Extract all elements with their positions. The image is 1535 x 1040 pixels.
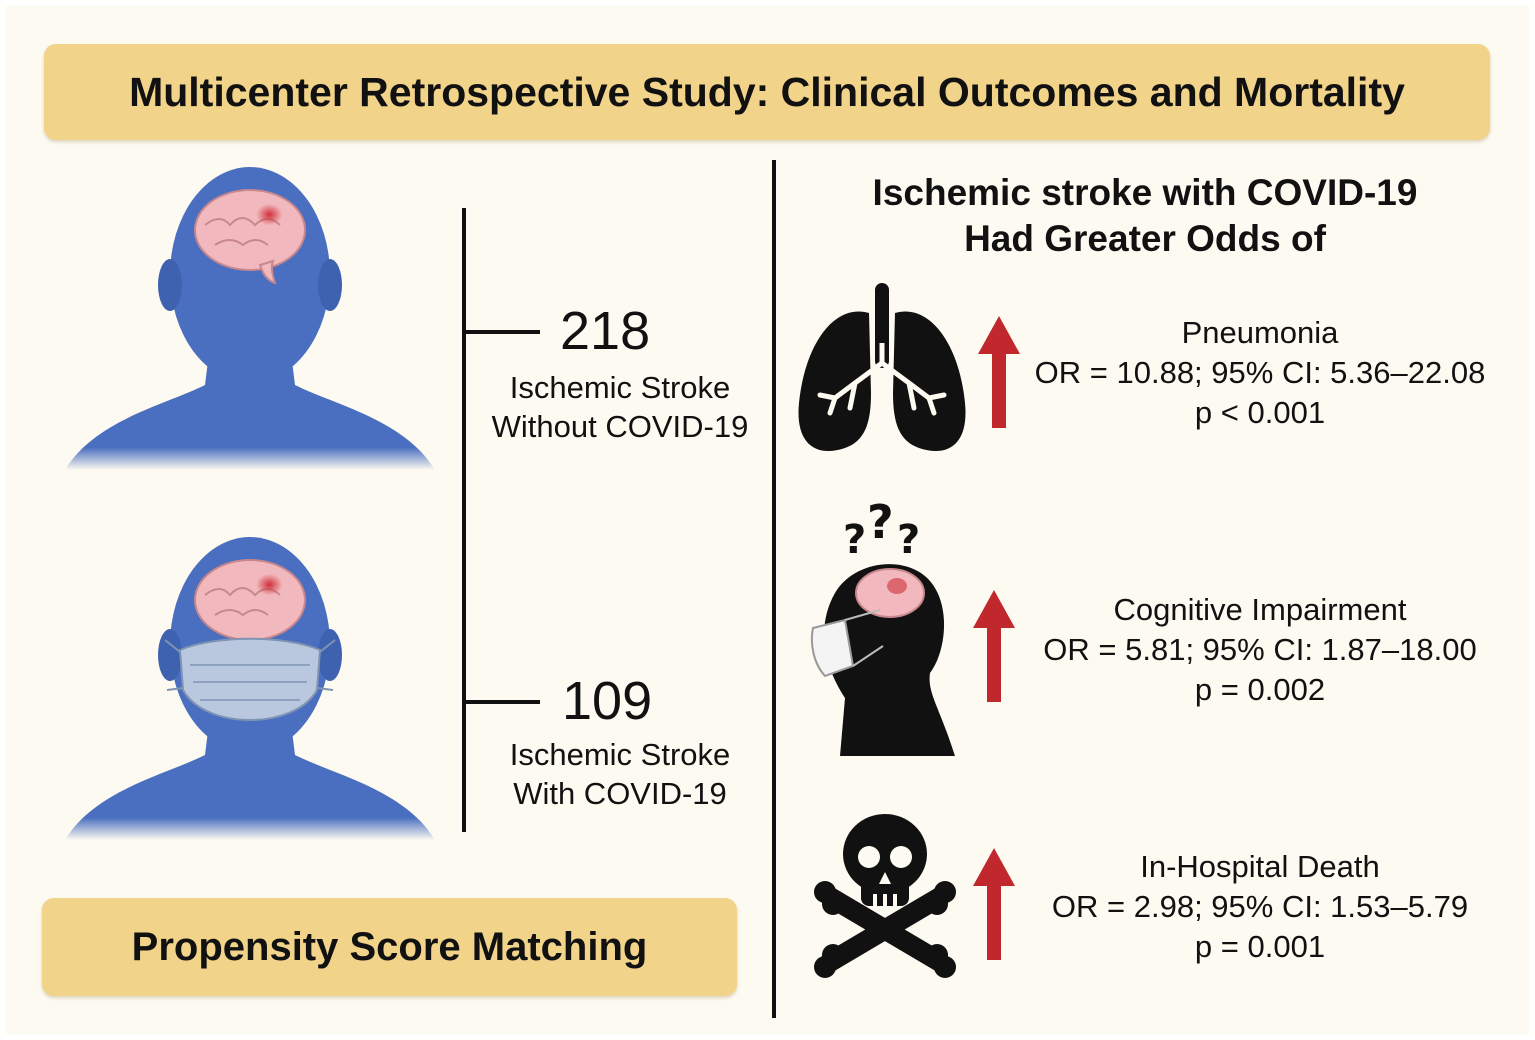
brain-icon xyxy=(194,559,306,641)
person-with-covid-icon xyxy=(65,537,435,840)
method-label: Propensity Score Matching xyxy=(131,924,648,969)
findings-heading-line: Had Greater Odds of xyxy=(964,218,1326,259)
outcome-name: Cognitive Impairment xyxy=(1113,592,1407,627)
title-banner: Multicenter Retrospective Study: Clinica… xyxy=(44,44,1490,140)
outcome-p: p = 0.002 xyxy=(1194,672,1326,707)
outcome-or: OR = 5.81; 95% CI: 1.87–18.00 xyxy=(1043,632,1477,667)
group-label-line: Ischemic Stroke xyxy=(509,737,731,772)
face-mask-icon xyxy=(164,637,336,721)
outcome-pneumonia: Pneumonia OR = 10.88; 95% CI: 5.36–22.08… xyxy=(1000,313,1520,433)
group-count: 109 xyxy=(562,671,653,731)
increase-arrow-icon xyxy=(973,848,1015,960)
findings-heading-line: Ischemic stroke with COVID-19 xyxy=(872,172,1418,213)
method-banner: Propensity Score Matching xyxy=(42,898,737,996)
outcome-in-hospital-death: In-Hospital Death OR = 2.98; 95% CI: 1.5… xyxy=(1000,847,1520,967)
group-label-line: Ischemic Stroke xyxy=(509,370,731,405)
group-bracket xyxy=(462,208,466,832)
findings-heading: Ischemic stroke with COVID-19 Had Greate… xyxy=(820,170,1470,262)
outcome-or: OR = 2.98; 95% CI: 1.53–5.79 xyxy=(1051,889,1469,924)
brain-icon xyxy=(194,189,306,285)
section-divider xyxy=(772,160,776,1018)
skull-crossbones-icon xyxy=(814,814,956,978)
outcome-cognitive-impairment: Cognitive Impairment OR = 5.81; 95% CI: … xyxy=(1000,590,1520,710)
outcome-or: OR = 10.88; 95% CI: 5.36–22.08 xyxy=(1034,355,1486,390)
outcome-p: p < 0.001 xyxy=(1194,395,1326,430)
svg-text:?: ? xyxy=(843,517,866,563)
outcome-name: In-Hospital Death xyxy=(1140,849,1380,884)
confused-head-icon: ? ? ? xyxy=(810,495,955,756)
group-label: Ischemic Stroke Without COVID-19 xyxy=(470,368,770,446)
outcome-name: Pneumonia xyxy=(1181,315,1339,350)
svg-text:?: ? xyxy=(897,517,920,563)
increase-arrow-icon xyxy=(978,316,1020,428)
page-title: Multicenter Retrospective Study: Clinica… xyxy=(129,68,1405,115)
svg-text:?: ? xyxy=(867,495,894,549)
outcome-p: p = 0.001 xyxy=(1194,929,1326,964)
lungs-icon xyxy=(798,283,966,451)
group-label-line: With COVID-19 xyxy=(513,776,727,811)
group-count: 218 xyxy=(560,301,651,361)
connector-line xyxy=(464,330,540,334)
connector-line xyxy=(464,700,540,704)
increase-arrow-icon xyxy=(973,590,1015,702)
group-label-line: Without COVID-19 xyxy=(491,409,749,444)
person-without-covid-icon xyxy=(65,167,435,470)
group-label: Ischemic Stroke With COVID-19 xyxy=(470,735,770,813)
